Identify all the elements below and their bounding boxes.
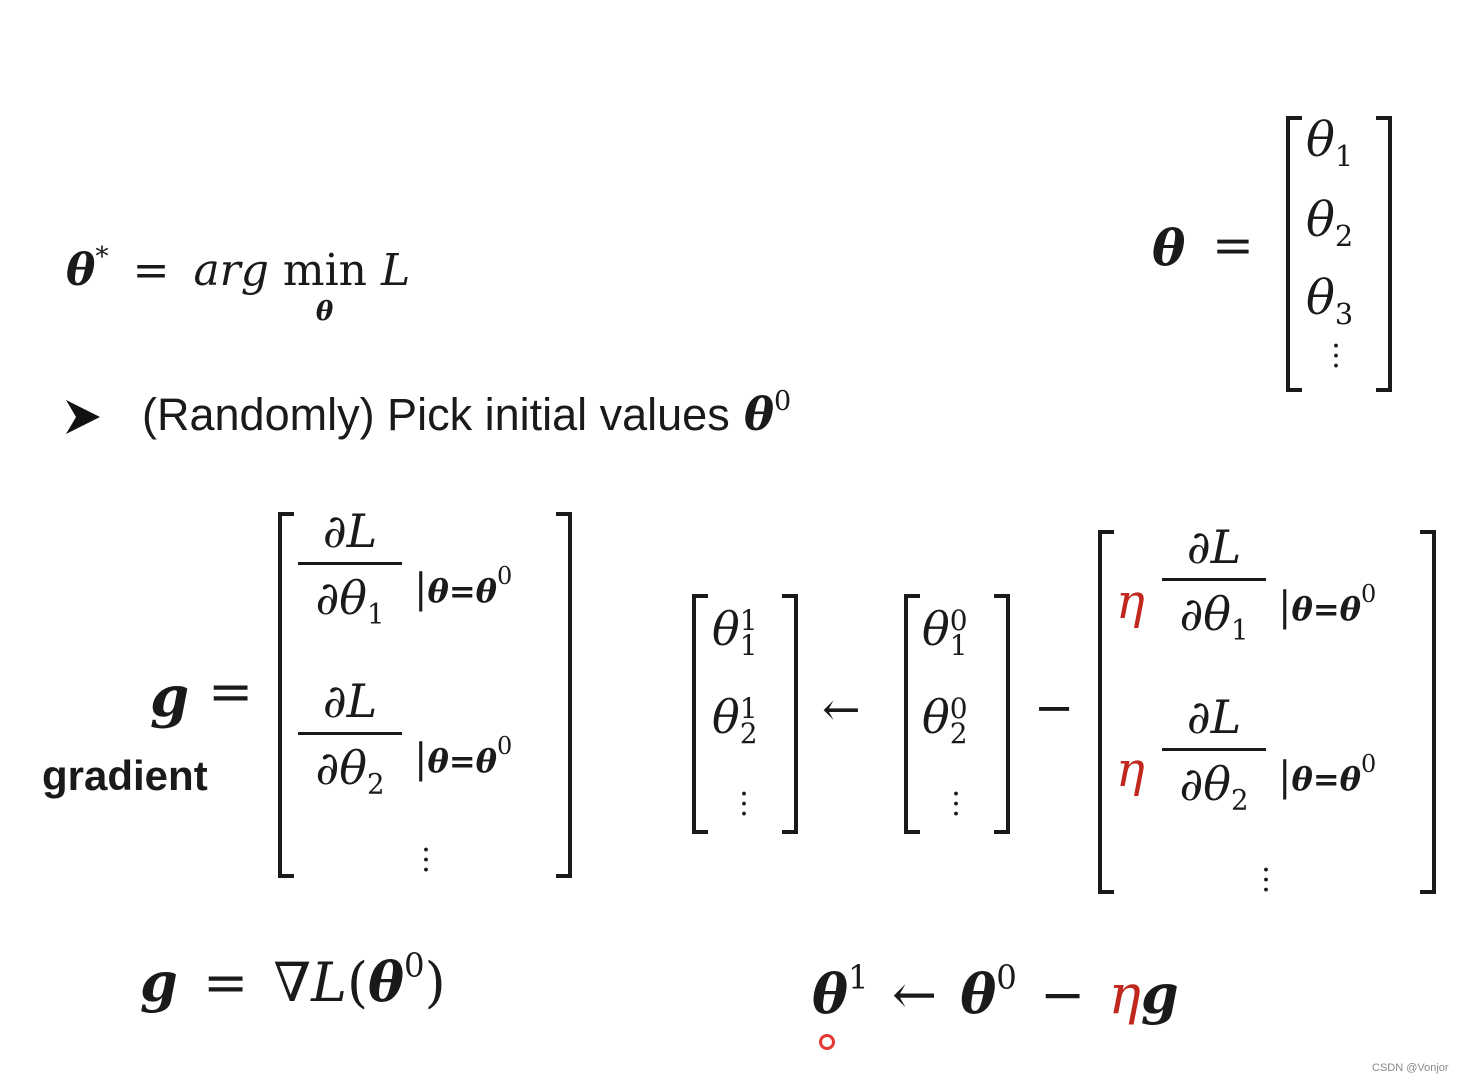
theta1-right-bracket bbox=[782, 594, 798, 834]
vertical-dots: ··· bbox=[951, 777, 961, 832]
watermark: CSDN @Vonjor bbox=[1372, 1062, 1449, 1074]
step-right-bracket bbox=[1420, 530, 1436, 894]
left-arrow: ← bbox=[822, 682, 861, 736]
bullet-text: (Randomly) Pick initial values bbox=[142, 389, 730, 440]
theta-zero: θ bbox=[744, 388, 775, 441]
update-compact: θ1 ← θ0 − ηg bbox=[812, 958, 1179, 1026]
gradient-fraction-1: ∂L ∂θ1 bbox=[298, 504, 402, 628]
theta-vector-lhs: θ bbox=[1152, 218, 1186, 277]
min-subscript: θ bbox=[315, 297, 334, 327]
eta-symbol: η bbox=[1116, 742, 1145, 798]
vertical-dots: ··· bbox=[1331, 329, 1341, 384]
step-fraction-2: ∂L ∂θ2 bbox=[1162, 690, 1266, 814]
equals-sign: = bbox=[208, 660, 254, 723]
eta-symbol: η bbox=[1116, 574, 1145, 630]
gradient-label: gradient bbox=[42, 752, 208, 799]
cursor-marker-icon bbox=[819, 1034, 835, 1050]
theta1-left-bracket bbox=[692, 594, 708, 834]
step-eval-1: |θ=θ0 bbox=[1278, 580, 1377, 630]
step-left-bracket bbox=[1098, 530, 1114, 894]
argmin-equation: θ* = arg min θ L bbox=[66, 241, 411, 327]
theta-entry-1: θ1 bbox=[1306, 112, 1354, 174]
theta-entry-3: θ3 bbox=[1306, 270, 1354, 332]
vertical-dots: ··· bbox=[1261, 853, 1271, 908]
bullet-line: (Randomly) Pick initial values θ0 bbox=[142, 385, 792, 441]
bullet-arrow-icon bbox=[64, 398, 102, 440]
arg-text: arg bbox=[193, 245, 269, 296]
theta0-left-bracket bbox=[904, 594, 920, 834]
step-eval-2: |θ=θ0 bbox=[1278, 750, 1377, 800]
vertical-dots: ··· bbox=[421, 833, 431, 888]
right-bracket bbox=[1376, 116, 1392, 392]
theta-entry-2: θ2 bbox=[1306, 192, 1354, 254]
gradient-right-bracket bbox=[556, 512, 572, 878]
loss-symbol: L bbox=[381, 245, 411, 296]
gradient-eval-2: |θ=θ0 bbox=[414, 732, 513, 782]
g-symbol: g bbox=[150, 664, 190, 730]
gradient-left-bracket bbox=[278, 512, 294, 878]
equals-sign: = bbox=[132, 245, 170, 296]
gradient-eval-1: |θ=θ0 bbox=[414, 562, 513, 612]
equals-sign: = bbox=[1212, 216, 1254, 274]
gradient-compact: g = ∇L(θ0) bbox=[140, 946, 446, 1014]
theta0-right-bracket bbox=[994, 594, 1010, 834]
minus-sign: − bbox=[1034, 680, 1075, 736]
theta-star: θ bbox=[66, 245, 96, 296]
gradient-fraction-2: ∂L ∂θ2 bbox=[298, 674, 402, 798]
min-operator: min θ bbox=[282, 245, 368, 327]
step-fraction-1: ∂L ∂θ1 bbox=[1162, 520, 1266, 644]
theta-vector: θ = θ1 θ2 θ3 ··· bbox=[1150, 110, 1410, 400]
vertical-dots: ··· bbox=[739, 777, 749, 832]
left-bracket bbox=[1286, 116, 1302, 392]
